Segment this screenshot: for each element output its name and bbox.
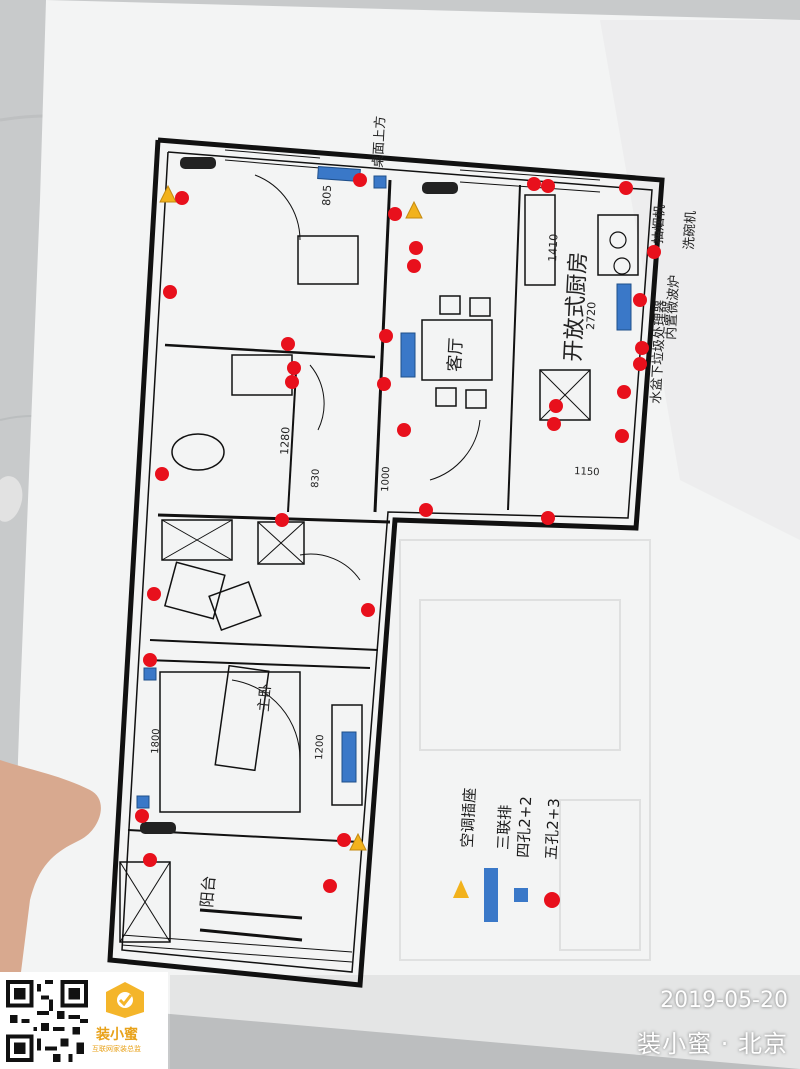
five-hole-outlet-marker bbox=[388, 207, 402, 221]
dim-830: 830 bbox=[310, 469, 322, 489]
dim-1000: 1000 bbox=[380, 466, 392, 492]
legend-label-four-hole: 四孔2+2 bbox=[514, 796, 535, 859]
five-hole-outlet-marker bbox=[397, 423, 411, 437]
five-hole-outlet-marker bbox=[541, 511, 555, 525]
label-hood-note: 抽烟机 bbox=[651, 204, 668, 244]
five-hole-outlet-marker bbox=[175, 191, 189, 205]
five-hole-outlet-marker bbox=[337, 833, 351, 847]
five-hole-outlet-marker bbox=[275, 513, 289, 527]
five-hole-outlet-marker bbox=[409, 241, 423, 255]
radiator bbox=[180, 157, 216, 169]
label-kitchen: 开放式厨房 bbox=[561, 251, 592, 362]
five-hole-outlet-marker bbox=[143, 853, 157, 867]
five-hole-outlet-marker bbox=[633, 293, 647, 307]
brand-logo-icon bbox=[106, 982, 144, 1018]
label-master-bedroom: 主卧 bbox=[256, 683, 274, 712]
watermark-brand: 装小蜜 · 北京 bbox=[637, 1030, 788, 1058]
power-strip-marker bbox=[400, 332, 416, 378]
four-hole-outlet-marker bbox=[373, 175, 387, 189]
five-hole-outlet-marker bbox=[617, 385, 631, 399]
five-hole-outlet-marker bbox=[353, 173, 367, 187]
power-strip-marker bbox=[341, 731, 357, 783]
watermark-date: 2019-05-20 bbox=[660, 988, 788, 1013]
legend-label-strip: 三联排 bbox=[494, 804, 514, 850]
legend-triangle-icon bbox=[453, 880, 469, 898]
label-sink-note: 水盆下垃圾处理器 bbox=[649, 300, 669, 405]
dim-805: 805 bbox=[320, 185, 334, 207]
ac-outlet-marker bbox=[349, 832, 367, 851]
five-hole-outlet-marker bbox=[285, 375, 299, 389]
five-hole-outlet-marker bbox=[619, 181, 633, 195]
five-hole-outlet-marker bbox=[647, 245, 661, 259]
ac-outlet-marker bbox=[159, 184, 177, 203]
five-hole-outlet-marker bbox=[155, 467, 169, 481]
five-hole-outlet-marker bbox=[281, 337, 295, 351]
dim-2720: 2720 bbox=[584, 302, 598, 331]
qr-code-icon bbox=[6, 980, 88, 1062]
five-hole-outlet-marker bbox=[633, 357, 647, 371]
brand-logo-name: 装小蜜 bbox=[96, 1027, 138, 1043]
five-hole-outlet-marker bbox=[541, 179, 555, 193]
legend-strip-icon bbox=[484, 868, 498, 922]
ac-outlet-marker bbox=[405, 200, 423, 219]
five-hole-outlet-marker bbox=[419, 503, 433, 517]
label-living-room: 客厅 bbox=[445, 337, 467, 372]
five-hole-outlet-marker bbox=[549, 399, 563, 413]
five-hole-outlet-marker bbox=[407, 259, 421, 273]
dim-1800: 1800 bbox=[150, 728, 162, 754]
five-hole-outlet-marker bbox=[377, 377, 391, 391]
legend-dot-icon bbox=[544, 892, 560, 908]
floorplan bbox=[107, 137, 665, 988]
radiator bbox=[140, 822, 176, 834]
five-hole-outlet-marker bbox=[547, 417, 561, 431]
dim-1280: 1280 bbox=[278, 427, 292, 456]
five-hole-outlet-marker bbox=[615, 429, 629, 443]
five-hole-outlet-marker bbox=[163, 285, 177, 299]
five-hole-outlet-marker bbox=[361, 603, 375, 617]
outer-wall bbox=[107, 137, 665, 988]
four-hole-outlet-marker bbox=[143, 667, 157, 681]
five-hole-outlet-marker bbox=[287, 361, 301, 375]
dim-1150: 1150 bbox=[574, 466, 600, 478]
legend-label-ac: 空调插座 bbox=[458, 787, 479, 848]
power-strip-marker bbox=[616, 283, 632, 331]
five-hole-outlet-marker bbox=[635, 341, 649, 355]
paper-sheet bbox=[10, 0, 800, 1069]
five-hole-outlet-marker bbox=[527, 177, 541, 191]
radiator bbox=[422, 182, 458, 194]
five-hole-outlet-marker bbox=[147, 587, 161, 601]
legend-square-icon bbox=[514, 888, 528, 902]
brand-logo-box: 装小蜜 互联网家装总监 bbox=[0, 972, 168, 1069]
legend-label-five-hole: 五孔2+3 bbox=[542, 798, 563, 861]
five-hole-outlet-marker bbox=[323, 879, 337, 893]
label-dishwasher-note: 洗碗机 bbox=[681, 210, 699, 250]
five-hole-outlet-marker bbox=[143, 653, 157, 667]
label-microwave-note: 内置微波炉 bbox=[663, 274, 682, 340]
five-hole-outlet-marker bbox=[135, 809, 149, 823]
legend: 空调插座 三联排 四孔2+2 五孔2+3 bbox=[453, 787, 563, 922]
hand bbox=[0, 760, 101, 990]
label-desk-note: 桌面上方 bbox=[370, 115, 389, 168]
label-balcony: 阳台 bbox=[197, 875, 219, 909]
four-hole-outlet-marker bbox=[136, 795, 150, 809]
dim-1200: 1200 bbox=[314, 734, 326, 760]
brand-logo-subtitle: 互联网家装总监 bbox=[92, 1045, 141, 1053]
dim-1410: 1410 bbox=[546, 234, 560, 263]
five-hole-outlet-marker bbox=[379, 329, 393, 343]
